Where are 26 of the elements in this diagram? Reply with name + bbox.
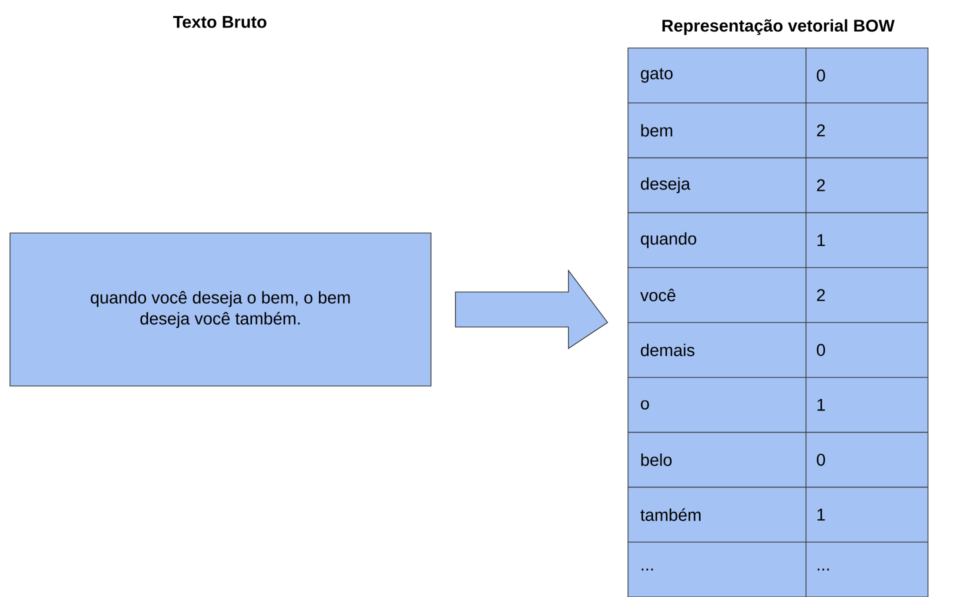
table-cell: 2 [817, 289, 825, 301]
table-cell: quando [640, 232, 696, 248]
table-cell: também [640, 508, 700, 521]
heading: Representação vetorial BOW [662, 19, 895, 36]
table-cell: o [640, 400, 649, 410]
table-cell: 1 [818, 508, 825, 520]
table-cell: 1 [818, 399, 825, 411]
table-cell: 0 [816, 454, 825, 466]
text-box [10, 232, 432, 386]
table-cell: 0 [816, 69, 825, 82]
table-cell: bem [641, 124, 672, 137]
table-cell: belo [641, 454, 672, 466]
heading: Texto Bruto [173, 16, 266, 28]
box-text: quando você deseja o bem, o bem deseja você também. [90, 291, 350, 328]
table-cell: 2 [817, 124, 825, 136]
table-cell: gato [640, 68, 673, 83]
table-cell: 2 [817, 179, 825, 192]
table-cell: deseja [640, 177, 690, 194]
block-arrow [455, 269, 608, 350]
table [628, 19, 928, 597]
table-cell: ... [818, 568, 829, 570]
table-cell: ... [642, 568, 653, 570]
table-cell: demais [640, 344, 694, 356]
table-cell: 1 [818, 234, 825, 246]
table-cell: você [640, 288, 676, 302]
table-cell: 0 [816, 344, 825, 356]
